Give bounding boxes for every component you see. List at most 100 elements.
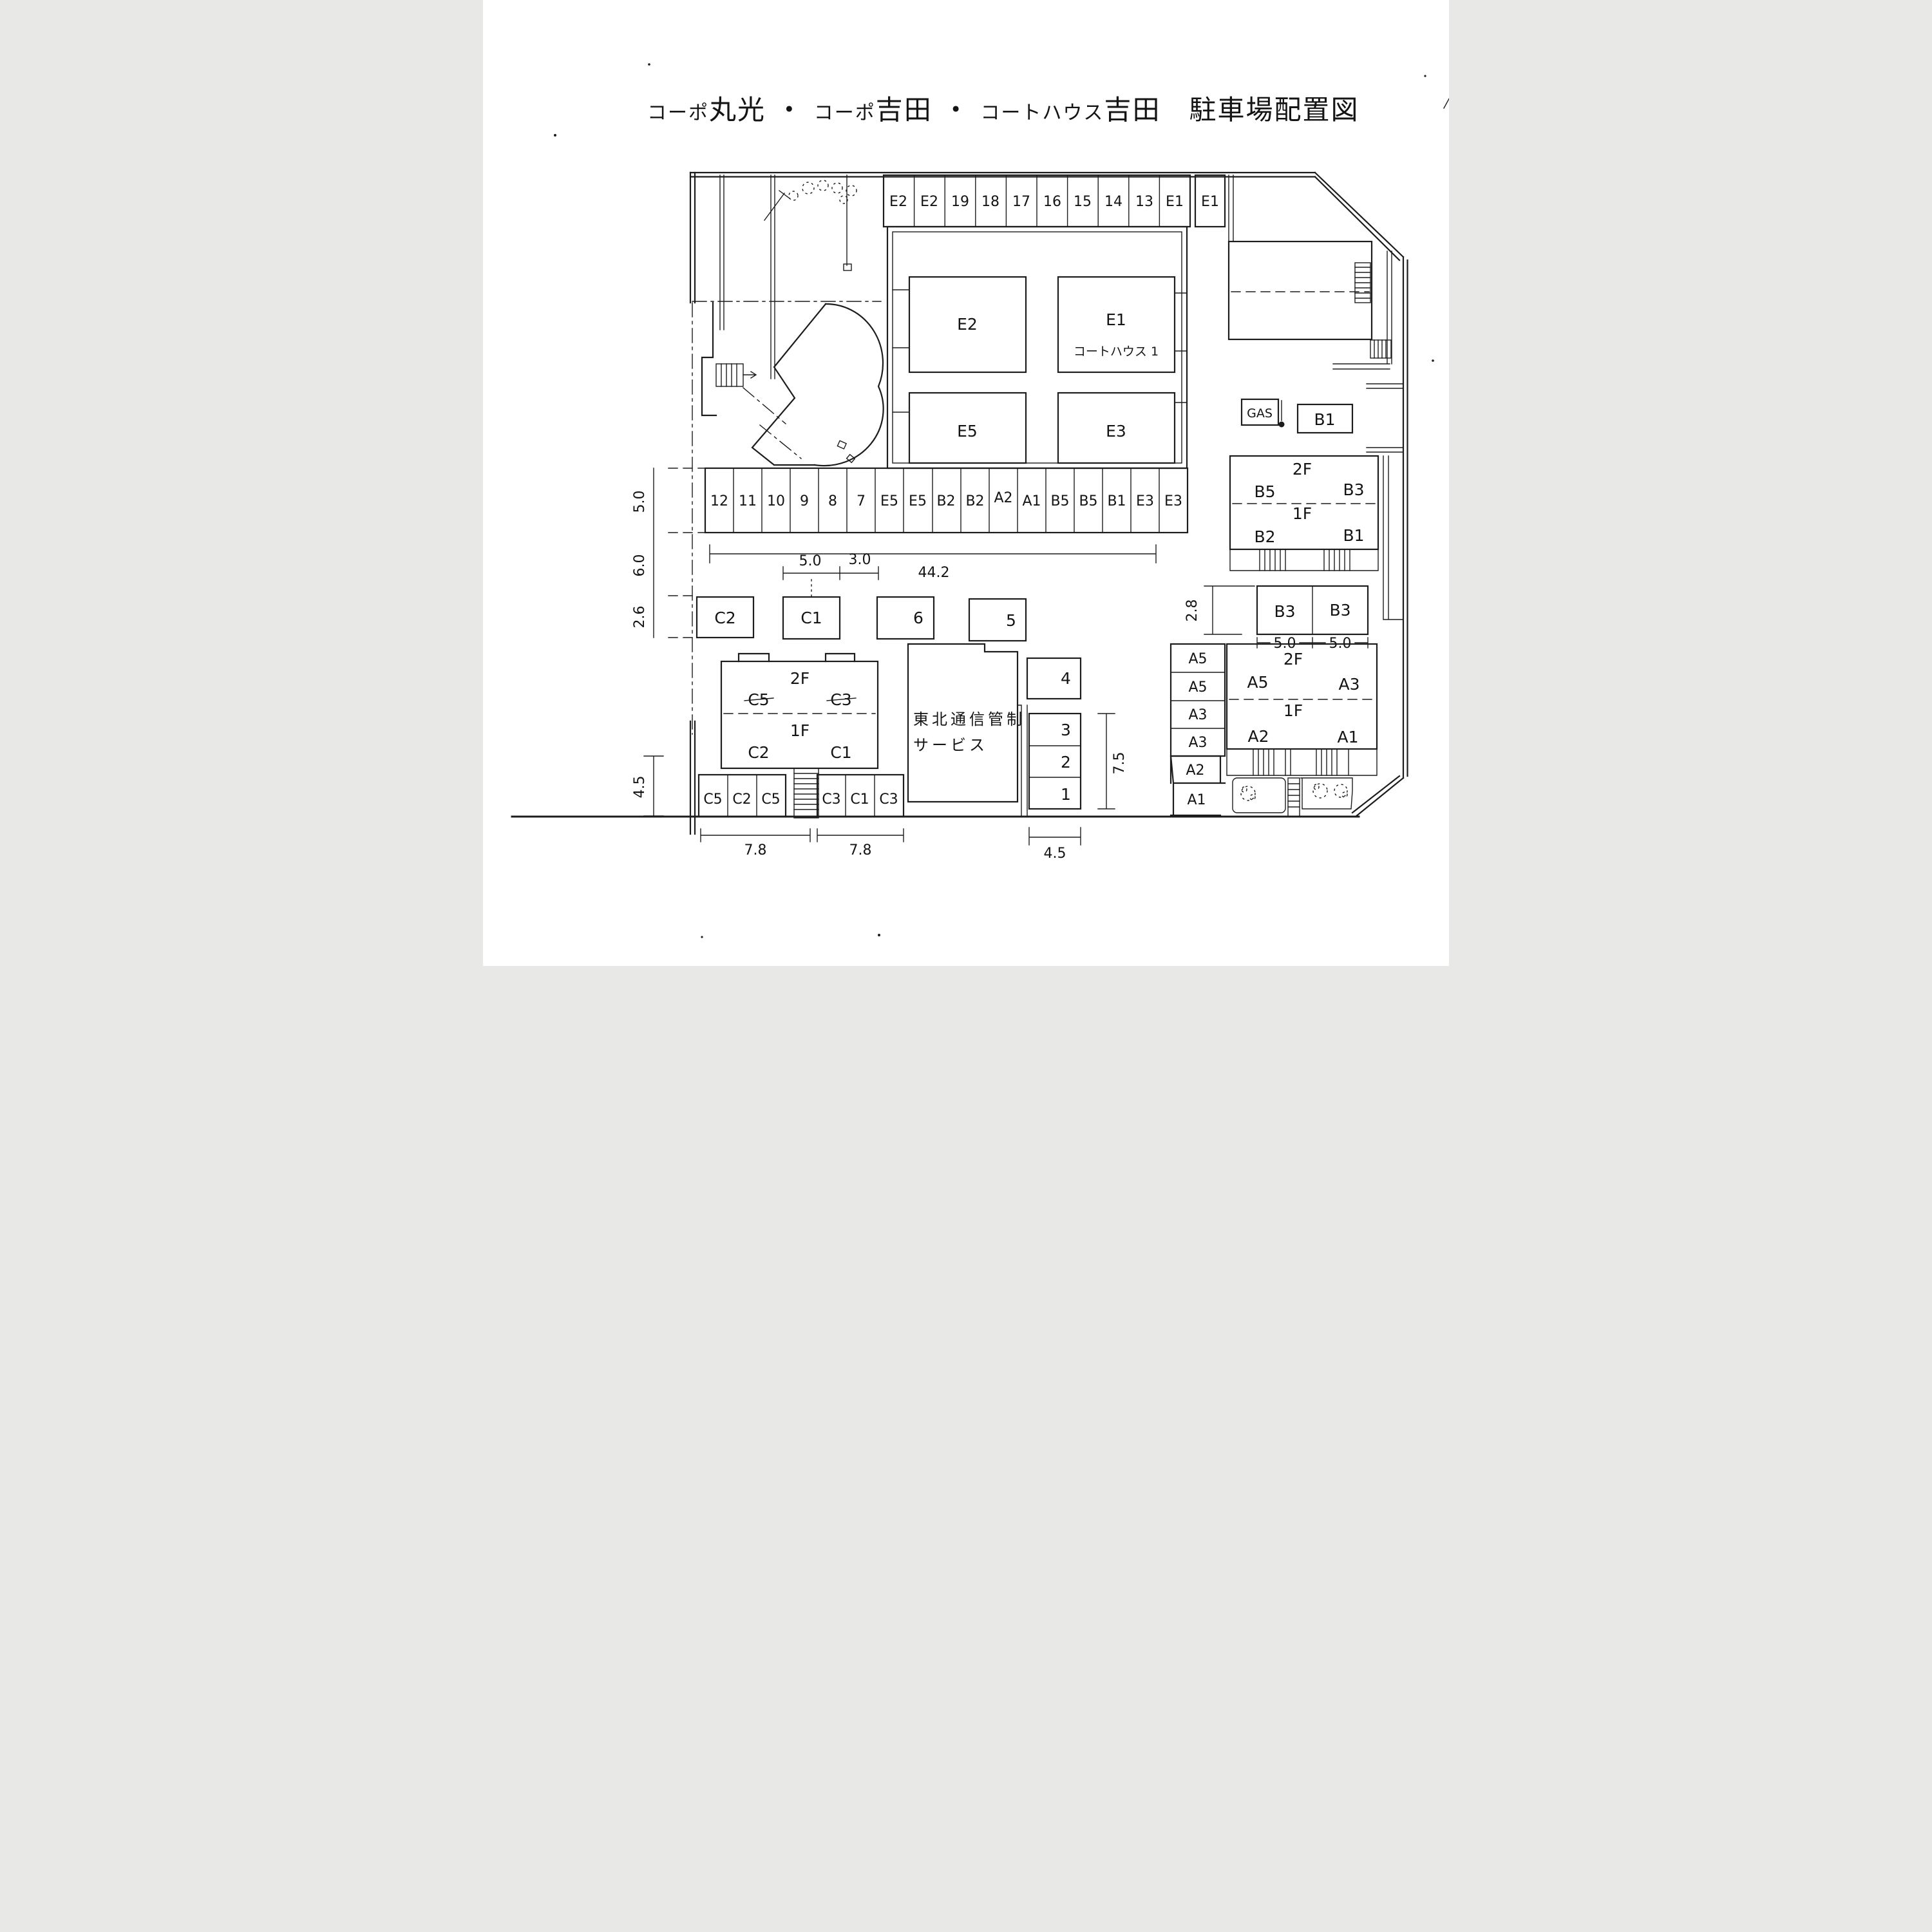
floor-label: 2F — [1293, 460, 1312, 478]
title-part: 吉田 — [1104, 94, 1160, 126]
staircase-icon — [1316, 748, 1349, 776]
utility-label: GAS — [1247, 406, 1273, 421]
stall-label: A3 — [1188, 735, 1207, 751]
stall-label: B1 — [1314, 410, 1335, 429]
stall-label: 16 — [1043, 194, 1061, 210]
shrub-icon — [788, 180, 857, 204]
staircase-icon — [1287, 777, 1300, 817]
b-building: 2F B5 B3 1F B2 B1 — [1229, 455, 1404, 620]
dimension-chain-west: 5.0 6.0 2.6 4.5 — [632, 468, 706, 817]
staircase-icon — [1323, 549, 1350, 571]
gas-meter-box: GAS — [1240, 398, 1285, 428]
title-part: 丸光 — [709, 94, 766, 126]
unit-label: A2 — [1247, 727, 1269, 746]
staircase-icon — [1370, 339, 1392, 359]
title-part: 駐車場配置図 — [1189, 94, 1359, 126]
stall-label: B3 — [1329, 601, 1350, 620]
staircase-icon — [715, 363, 757, 387]
stall-label: 7 — [857, 493, 866, 509]
stall-label: E2 — [920, 194, 938, 210]
c-building: 2F C5 C3 1F C2 C1 — [720, 652, 879, 819]
dimension-label: 44.2 — [918, 565, 950, 581]
staircase-icon — [793, 768, 819, 819]
stall-label: 17 — [1012, 194, 1030, 210]
dimension-label: 4.5 — [1044, 846, 1066, 862]
stall-label: A1 — [1022, 493, 1041, 509]
floor-label: 2F — [790, 669, 810, 688]
stall-label: B2 — [936, 493, 955, 509]
unit-label: A1 — [1337, 728, 1358, 746]
tree-icon — [1334, 784, 1348, 798]
unit-label: B1 — [1343, 526, 1364, 545]
stall-label: B1 — [1107, 493, 1126, 509]
unit-label: A5 — [1247, 673, 1268, 692]
dimension-label: 2.6 — [632, 606, 648, 629]
building-label: 東北通信管制 — [913, 710, 1025, 728]
scanned-parking-layout-page: コーポ丸光 ・ コーポ吉田 ・ コートハウス吉田 駐車場配置図 E2 E2 19… — [483, 0, 1449, 966]
northeast-building — [1227, 175, 1404, 453]
stall-label: B5 — [1079, 493, 1097, 509]
title-part: コートハウス — [980, 102, 1104, 124]
unit-label: E5 — [957, 422, 978, 440]
dimension-label: 5.0 — [632, 491, 648, 513]
title-part: コーポ — [814, 102, 876, 124]
title-part — [1160, 94, 1189, 126]
stall-label: A5 — [1188, 651, 1207, 667]
fence-line — [770, 175, 775, 379]
stall-label: 14 — [1104, 194, 1122, 210]
stall-label: 4 — [1061, 669, 1071, 688]
scan-speck — [554, 63, 1449, 938]
court-house-building: E2 E1 E5 E3 コートハウス 1 — [886, 225, 1188, 469]
stall-label: E5 — [909, 493, 927, 509]
title-part: ・ — [766, 94, 814, 126]
dimension-label: 7.8 — [849, 842, 872, 858]
site-plan-drawing: コーポ丸光 ・ コーポ吉田 ・ コートハウス吉田 駐車場配置図 E2 E2 19… — [511, 63, 1449, 938]
title-part: 吉田 — [876, 94, 933, 126]
dimension-label: 6.0 — [632, 554, 648, 577]
dimension-label: 2.8 — [1184, 600, 1200, 622]
stall-label: E1 — [1201, 194, 1219, 210]
unit-label: B5 — [1254, 482, 1275, 501]
building-annotation: コートハウス 1 — [1074, 345, 1159, 359]
tohoku-building: 東北通信管制 サービス — [907, 643, 1028, 817]
unit-label: E3 — [1106, 422, 1126, 440]
room-e3 — [1057, 392, 1176, 464]
stall-label: C5 — [703, 791, 722, 808]
unit-label: B2 — [1254, 527, 1275, 546]
stall-label: E5 — [880, 493, 898, 509]
a-stall-column: A5 A5 A3 A3 A2 A1 — [1170, 643, 1226, 817]
fence-line — [719, 175, 724, 330]
dimension-44-2: 44.2 — [709, 544, 1157, 581]
stall-label: 5 — [1006, 611, 1016, 630]
stall-label: B2 — [965, 493, 984, 509]
curved-wall — [813, 303, 884, 467]
dimension-label: 7.8 — [744, 842, 767, 858]
site-boundary — [511, 171, 1408, 835]
stall-label: 2 — [1061, 753, 1071, 772]
numbered-stall-stack: 3 2 1 7.5 4.5 — [1028, 712, 1128, 862]
stall-label: 18 — [981, 194, 999, 210]
staircase-icon — [1259, 549, 1286, 571]
stall-row-top: E2 E2 19 18 17 16 15 14 13 E1 E1 — [882, 174, 1226, 228]
unit-label: C1 — [830, 743, 851, 762]
stall-label: 12 — [710, 493, 728, 509]
tree-icon — [1240, 786, 1256, 801]
stall-label: B5 — [1050, 493, 1069, 509]
single-stalls: C2 C1 6 5 4 — [696, 596, 1082, 700]
room-e1 — [1057, 276, 1176, 374]
unit-label: A3 — [1338, 675, 1359, 694]
dimension-label: 4.5 — [632, 776, 648, 799]
building-label: サービス — [913, 736, 988, 754]
title-part: ・ — [933, 94, 981, 126]
stall-label: C2 — [714, 609, 735, 627]
stall-label: 13 — [1135, 194, 1153, 210]
stall-label: E2 — [889, 194, 907, 210]
unit-label: C2 — [748, 743, 769, 762]
dimension-label: 3.0 — [849, 552, 871, 568]
stall-label: C1 — [850, 791, 869, 808]
stall-label: C1 — [800, 609, 822, 627]
unit-label: E1 — [1106, 310, 1126, 329]
west-wall — [701, 301, 717, 417]
stall-label: B3 — [1274, 602, 1295, 621]
stall-row-middle: 12 11 10 9 8 7 E5 E5 B2 B2 A2 A1 B5 B5 B… — [704, 467, 1189, 534]
